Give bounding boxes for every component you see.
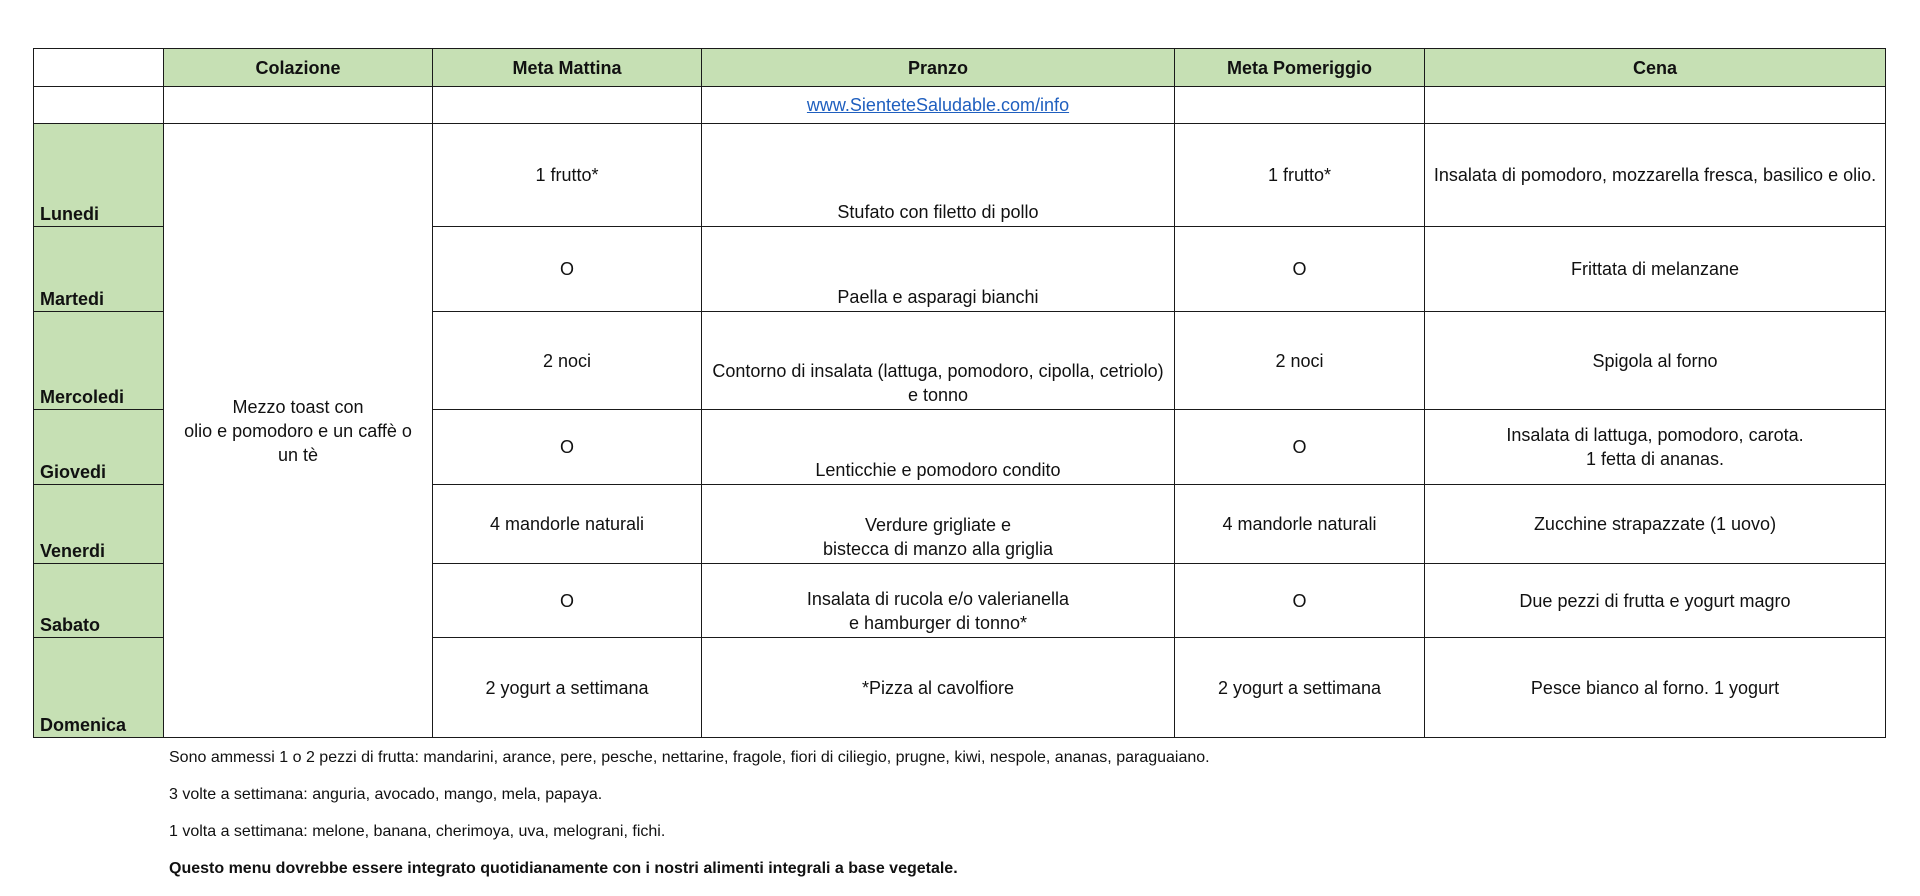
day-row-domenica: Domenica 2 yogurt a settimana *Pizza al … — [33, 637, 1886, 738]
breakfast-cell: Mezzo toast con olio e pomodoro e un caf… — [163, 123, 433, 738]
dinner-cell: Insalata di pomodoro, mozzarella fresca,… — [1424, 123, 1886, 227]
mid-afternoon-cell: 2 noci — [1174, 311, 1425, 410]
day-label: Sabato — [33, 563, 164, 638]
day-row-mercoledi: Mercoledi 2 noci Contorno di insalata (l… — [33, 311, 1886, 410]
mid-afternoon-cell: 2 yogurt a settimana — [1174, 637, 1425, 738]
lunch-cell: Lenticchie e pomodoro condito — [701, 409, 1175, 485]
header-lunch: Pranzo — [701, 48, 1175, 87]
note-three-times-week: 3 volte a settimana: anguria, avocado, m… — [169, 786, 603, 803]
empty-cell — [33, 86, 164, 124]
empty-cell — [1174, 86, 1425, 124]
header-breakfast: Colazione — [163, 48, 433, 87]
empty-cell — [432, 86, 702, 124]
lunch-cell: Insalata di rucola e/o valerianella e ha… — [701, 563, 1175, 638]
day-row-martedi: Martedi O Paella e asparagi bianchi O Fr… — [33, 226, 1886, 312]
breakfast-text: Mezzo toast con olio e pomodoro e un caf… — [184, 396, 412, 465]
header-mid-morning: Meta Mattina — [432, 48, 702, 87]
day-label: Domenica — [33, 637, 164, 738]
mid-morning-cell: O — [432, 409, 702, 485]
day-label: Lunedi — [33, 123, 164, 227]
mid-morning-cell: O — [432, 563, 702, 638]
dinner-cell: Due pezzi di frutta e yogurt magro — [1424, 563, 1886, 638]
empty-cell — [1424, 86, 1886, 124]
mid-morning-cell: 4 mandorle naturali — [432, 484, 702, 564]
dinner-cell: Insalata di lattuga, pomodoro, carota. 1… — [1424, 409, 1886, 485]
lunch-cell: Stufato con filetto di pollo — [701, 123, 1175, 227]
day-row-venerdi: Venerdi 4 mandorle naturali Verdure grig… — [33, 484, 1886, 564]
header-dinner: Cena — [1424, 48, 1886, 87]
day-row-lunedi: Lunedi Mezzo toast con olio e pomodoro e… — [33, 123, 1886, 738]
mid-afternoon-cell: O — [1174, 563, 1425, 638]
mid-morning-cell: 2 yogurt a settimana — [432, 637, 702, 738]
header-row: Colazione Meta Mattina Pranzo Meta Pomer… — [33, 48, 1886, 87]
link-row: www.SienteteSaludable.com/info — [33, 86, 1886, 124]
notes-section: Sono ammessi 1 o 2 pezzi di frutta: mand… — [169, 748, 1210, 896]
mid-afternoon-cell: O — [1174, 409, 1425, 485]
dinner-cell: Frittata di melanzane — [1424, 226, 1886, 312]
header-mid-afternoon: Meta Pomeriggio — [1174, 48, 1425, 87]
lunch-cell: Verdure grigliate e bistecca di manzo al… — [701, 484, 1175, 564]
header-corner — [33, 48, 164, 87]
dinner-cell: Zucchine strapazzate (1 uovo) — [1424, 484, 1886, 564]
lunch-cell: *Pizza al cavolfiore — [701, 637, 1175, 738]
note-once-week: 1 volta a settimana: melone, banana, che… — [169, 823, 666, 840]
website-link[interactable]: www.SienteteSaludable.com/info — [806, 95, 1070, 115]
day-row-sabato: Sabato O Insalata di rucola e/o valerian… — [33, 563, 1886, 638]
dinner-cell: Pesce bianco al forno. 1 yogurt — [1424, 637, 1886, 738]
dinner-cell: Spigola al forno — [1424, 311, 1886, 410]
day-label: Giovedi — [33, 409, 164, 485]
mid-afternoon-cell: 4 mandorle naturali — [1174, 484, 1425, 564]
weekly-menu-table: Colazione Meta Mattina Pranzo Meta Pomer… — [33, 48, 1886, 738]
link-cell: www.SienteteSaludable.com/info — [701, 86, 1175, 124]
day-label: Venerdi — [33, 484, 164, 564]
note-integration: Questo menu dovrebbe essere integrato qu… — [169, 860, 958, 877]
mid-afternoon-cell: 1 frutto* — [1174, 123, 1425, 227]
mid-morning-cell: 1 frutto* — [432, 123, 702, 227]
mid-morning-cell: O — [432, 226, 702, 312]
lunch-cell: Paella e asparagi bianchi — [701, 226, 1175, 312]
lunch-cell: Contorno di insalata (lattuga, pomodoro,… — [701, 311, 1175, 410]
mid-morning-cell: 2 noci — [432, 311, 702, 410]
mid-afternoon-cell: O — [1174, 226, 1425, 312]
day-label: Mercoledi — [33, 311, 164, 410]
note-fruit-allowed: Sono ammessi 1 o 2 pezzi di frutta: mand… — [169, 749, 1210, 766]
day-label: Martedi — [33, 226, 164, 312]
empty-cell — [163, 86, 433, 124]
